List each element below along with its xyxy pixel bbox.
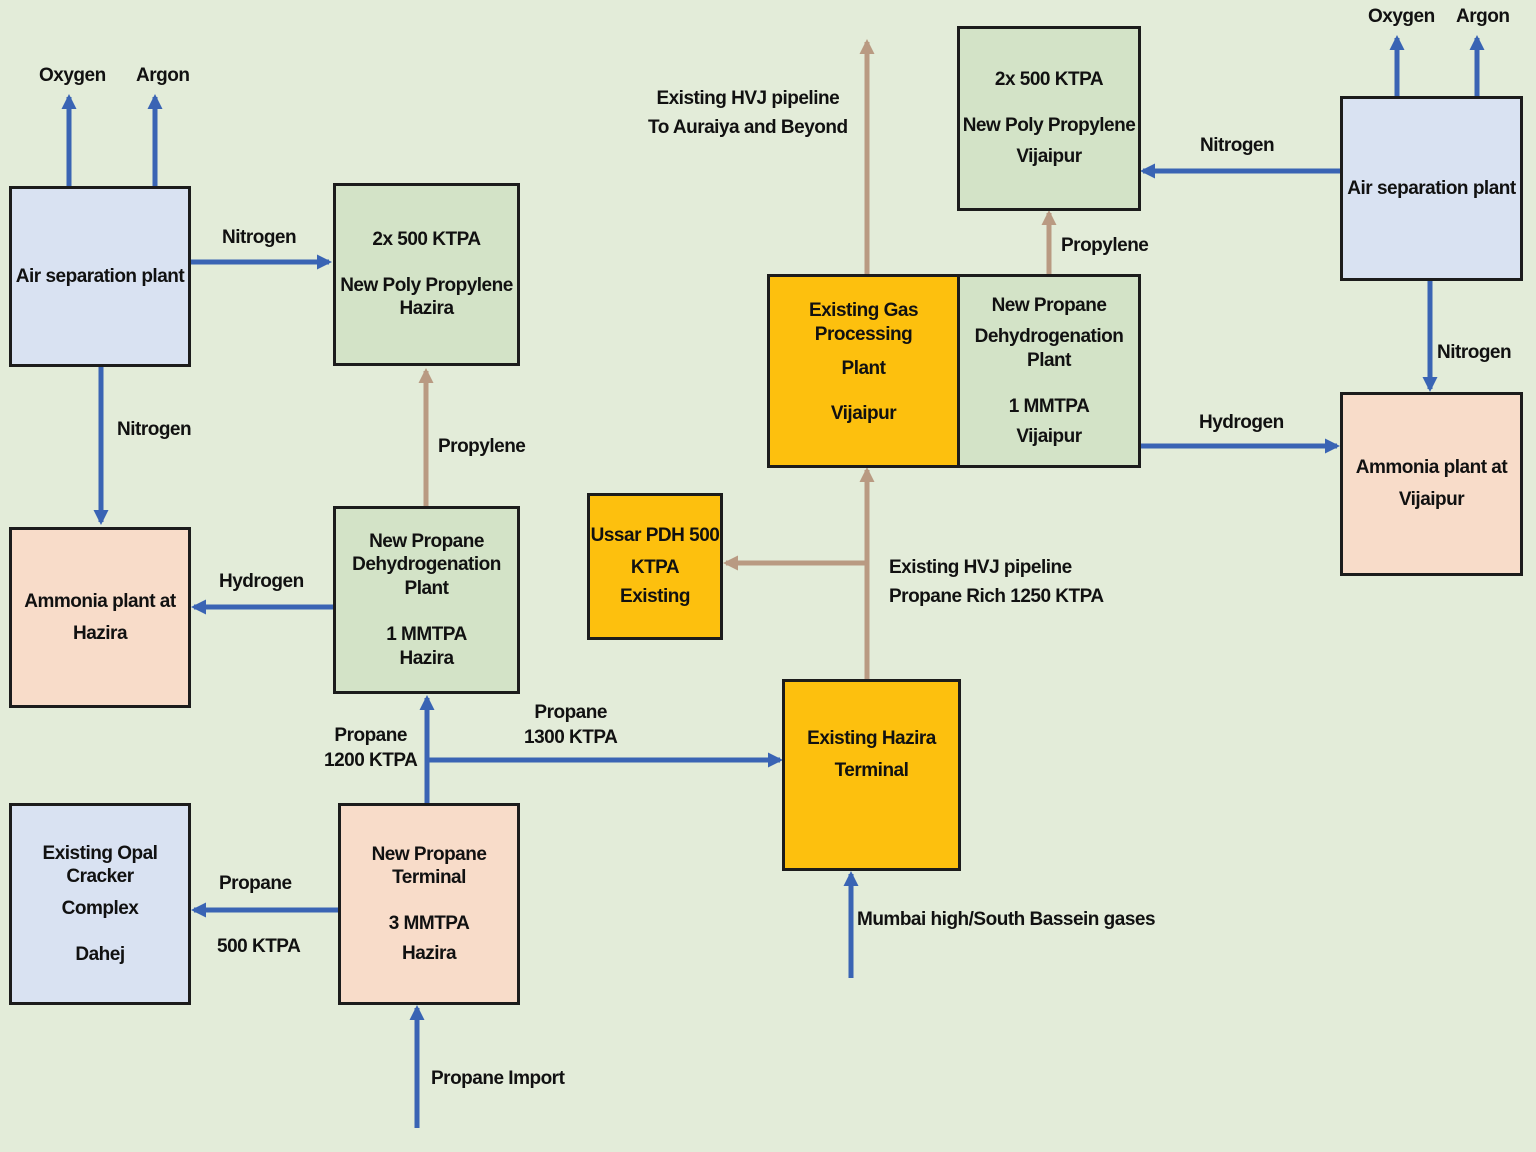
- poly-propylene-vijaipur: 2x 500 KTPA New Poly Propylene Vijaipur: [957, 26, 1141, 211]
- nitrogen-label-left-h: Nitrogen: [222, 227, 297, 248]
- box-label: Air separation plant: [1347, 177, 1516, 199]
- capacity: 2x 500 KTPA: [994, 68, 1104, 90]
- capacity: 2x 500 KTPA: [372, 228, 481, 250]
- propane-500-amount: 500 KTPA: [217, 936, 301, 957]
- box-label: New Propane Terminal: [371, 843, 487, 889]
- capacity: 1 MMTPA: [1008, 395, 1090, 417]
- box-label-2: Terminal: [834, 759, 909, 781]
- location: Vijaipur: [1016, 425, 1082, 447]
- location: Hazira: [399, 298, 454, 320]
- hazira-terminal-existing: Existing Hazira Terminal: [782, 679, 961, 871]
- box-label: Ammonia plant at: [1355, 457, 1508, 479]
- pipeline-destination: To Auraiya and Beyond: [648, 116, 848, 138]
- flow-amount: 1300 KTPA: [524, 726, 618, 748]
- location: Dahej: [75, 943, 125, 965]
- argon-label-left: Argon: [136, 65, 190, 86]
- propylene-label-left: Propylene: [438, 436, 526, 457]
- hydrogen-label-right: Hydrogen: [1199, 412, 1284, 433]
- pdh-plant-hazira: New Propane Dehydrogenation Plant 1 MMTP…: [333, 506, 520, 694]
- nitrogen-label-left-v: Nitrogen: [117, 419, 192, 440]
- capacity: 3 MMTPA: [388, 913, 470, 934]
- location: Hazira: [72, 622, 128, 644]
- argon-label-right: Argon: [1456, 6, 1510, 27]
- gas-processing-plant-vijaipur: Existing Gas Processing Plant Vijaipur: [767, 274, 960, 468]
- box-label: Air separation plant: [15, 265, 185, 287]
- flow-amount: 1200 KTPA: [324, 749, 418, 771]
- mumbai-gases-label: Mumbai high/South Bassein gases: [857, 909, 1156, 930]
- oxygen-label-left: Oxygen: [39, 65, 106, 86]
- location: Hazira: [401, 942, 457, 964]
- ammonia-plant-hazira: Ammonia plant at Hazira: [9, 527, 191, 708]
- box-label: Ussar PDH 500: [590, 524, 720, 546]
- location: Vijaipur: [1398, 489, 1465, 510]
- propylene-label-right: Propylene: [1061, 235, 1149, 256]
- nitrogen-label-right-v: Nitrogen: [1437, 342, 1512, 363]
- capacity: 1 MMTPA: [386, 623, 467, 645]
- pdh-plant-vijaipur: New Propane Dehydrogenation Plant 1 MMTP…: [957, 274, 1141, 468]
- pipeline-content: Propane Rich 1250 KTPA: [889, 585, 1104, 607]
- propane-terminal-hazira: New Propane Terminal 3 MMTPA Hazira: [338, 803, 520, 1005]
- propane-500-label: Propane: [219, 873, 292, 894]
- pipeline-name: Existing HVJ pipeline: [889, 557, 1072, 578]
- flow-label: Propane: [334, 725, 407, 746]
- capacity: KTPA: [630, 556, 680, 578]
- location: Hazira: [399, 647, 454, 669]
- box-label: New Poly Propylene: [340, 274, 513, 296]
- pipeline-name: Existing HVJ pipeline: [656, 88, 840, 109]
- propane-1300-label: Propane 1300 KTPA: [524, 701, 618, 750]
- box-label: Existing Gas Processing: [808, 300, 919, 345]
- box-label: Existing Hazira: [807, 728, 936, 749]
- ammonia-plant-vijaipur: Ammonia plant at Vijaipur: [1340, 392, 1523, 576]
- flow-label: Propane: [534, 702, 607, 723]
- box-label: New Propane: [991, 294, 1107, 316]
- location: Vijaipur: [830, 403, 897, 425]
- status: Existing: [620, 586, 690, 608]
- propane-1200-label: Propane 1200 KTPA: [324, 724, 418, 773]
- air-separation-plant-hazira: Air separation plant: [9, 186, 191, 367]
- box-label: New Propane: [369, 530, 484, 552]
- nitrogen-label-right-h: Nitrogen: [1200, 135, 1275, 156]
- opal-cracker-dahej: Existing Opal Cracker Complex Dahej: [9, 803, 191, 1005]
- hvj-pipeline-top-label: Existing HVJ pipeline To Auraiya and Bey…: [648, 87, 848, 140]
- location: Vijaipur: [1016, 146, 1082, 168]
- box-label-2: Dehydrogenation Plant: [974, 326, 1124, 372]
- propane-import-label: Propane Import: [431, 1068, 565, 1089]
- box-label-2: Plant: [841, 357, 886, 379]
- box-label-2: Dehydrogenation Plant: [352, 554, 501, 600]
- poly-propylene-hazira: 2x 500 KTPA New Poly Propylene Hazira: [333, 183, 520, 366]
- air-separation-plant-vijaipur: Air separation plant: [1340, 96, 1523, 281]
- box-label: Ammonia plant at: [24, 590, 176, 612]
- ussar-pdh-existing: Ussar PDH 500 KTPA Existing: [587, 493, 723, 640]
- oxygen-label-right: Oxygen: [1368, 6, 1435, 27]
- box-label: Existing Opal Cracker: [42, 842, 158, 888]
- hvj-pipeline-mid-label: Existing HVJ pipeline Propane Rich 1250 …: [889, 556, 1104, 609]
- box-label-2: Complex: [61, 898, 139, 919]
- box-label: New Poly Propylene: [962, 114, 1136, 136]
- hydrogen-label-left: Hydrogen: [219, 571, 304, 592]
